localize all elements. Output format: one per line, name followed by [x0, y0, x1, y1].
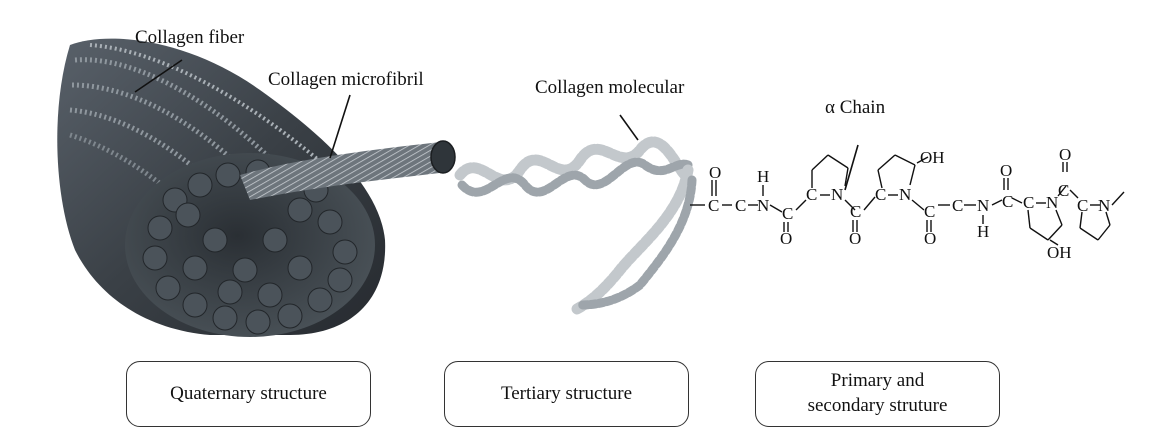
collagen-fiber-leader [134, 59, 183, 93]
chem-atom: C [708, 196, 719, 215]
chem-atom: O [924, 229, 936, 248]
chem-atom: C [806, 185, 817, 204]
chem-atom: O [1000, 161, 1012, 180]
chem-atom: OH [920, 148, 945, 167]
chem-atom: C [952, 196, 963, 215]
chem-atom: OH [1047, 243, 1072, 262]
chem-atom: C [850, 202, 861, 221]
alpha-chain-leader [844, 144, 859, 191]
chem-atom: C [875, 185, 886, 204]
chem-atom: N [1046, 193, 1058, 212]
collagen-fiber-label: Collagen fiber [135, 27, 245, 48]
chem-atom: O [780, 229, 792, 248]
collagen-microfibril-leader [329, 94, 351, 159]
chem-atom: C [1077, 196, 1088, 215]
chem-atom: N [757, 196, 769, 215]
chem-atom: N [977, 196, 989, 215]
chem-atom: C [1058, 181, 1069, 200]
collagen-molecular-label: Collagen molecular [535, 77, 685, 98]
collagen-microfibril-label: Collagen microfibril [268, 69, 424, 90]
chem-atom: O [1059, 145, 1071, 164]
primary-structure-label-line2: secondary struture [807, 395, 948, 416]
chem-atom: N [831, 185, 843, 204]
tertiary-structure-box: Tertiary structure [444, 361, 689, 427]
chem-atom: N [1098, 196, 1110, 215]
chem-atom: C [1002, 192, 1013, 211]
chem-atom: H [757, 167, 769, 186]
chem-atom: H [977, 222, 989, 241]
collagen-molecular-leader [619, 114, 639, 141]
collagen-fiber-illustration [57, 38, 386, 337]
quaternary-structure-label: Quaternary structure [170, 382, 327, 404]
tertiary-structure-label: Tertiary structure [500, 382, 633, 404]
chem-atom: O [849, 229, 861, 248]
chem-atom: N [899, 185, 911, 204]
primary-structure-label-line1: Primary and [830, 370, 925, 392]
leader-lines [134, 59, 859, 191]
chem-atom: O [709, 163, 721, 182]
collagen-molecular-illustration [454, 136, 697, 316]
quaternary-structure-box: Quaternary structure [126, 361, 371, 427]
alpha-chain-label: α Chain [825, 97, 886, 118]
chem-atom: C [924, 202, 935, 221]
chem-atom: C [782, 204, 793, 223]
primary-secondary-structure-box: Primary and secondary struture [755, 361, 1000, 427]
collagen-microfibril-illustration [240, 140, 456, 200]
chem-atom: C [735, 196, 746, 215]
chem-atom: C [1023, 193, 1034, 212]
chemical-structure: O C C N H C O C N C O C N OH C O C N H C… [690, 145, 1125, 262]
